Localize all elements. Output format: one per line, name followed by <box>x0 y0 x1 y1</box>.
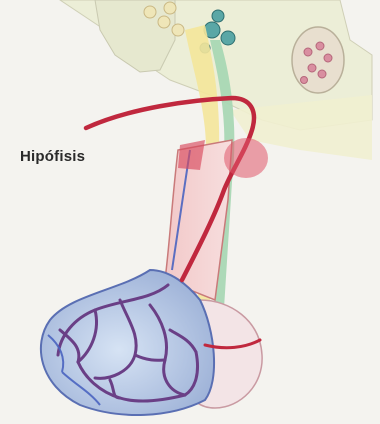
vascular-knot <box>224 138 268 178</box>
hipofisis-label: Hipófisis <box>20 148 85 165</box>
nucleus-right <box>292 27 344 93</box>
upper-lobe-shape <box>95 0 175 72</box>
